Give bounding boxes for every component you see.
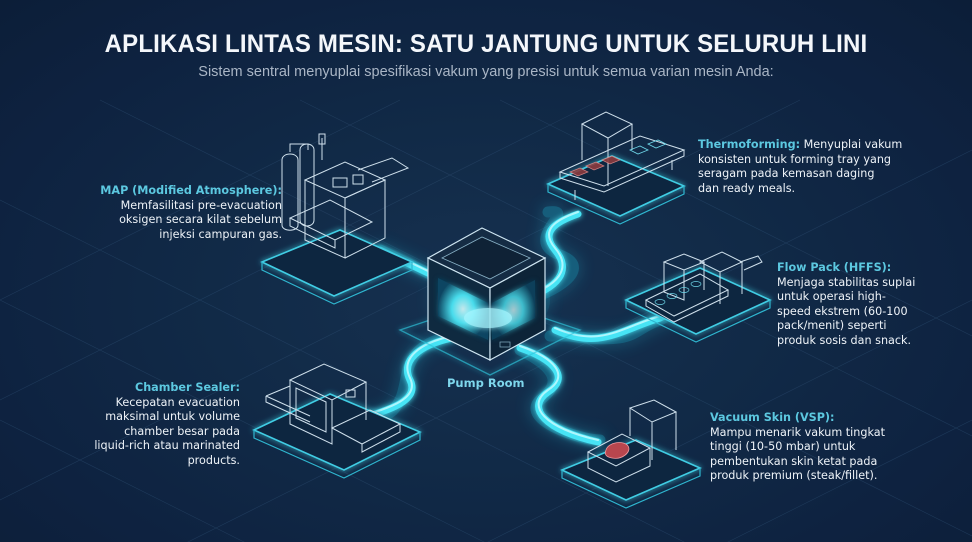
- chamber-label: Chamber Sealer: Kecepatan evacuation mak…: [60, 381, 240, 469]
- chamber-desc-line: maksimal untuk volume: [105, 410, 240, 424]
- vsp-label: Vacuum Skin (VSP): Mampu menarik vakum t…: [710, 411, 940, 484]
- chamber-desc-line: Kecepatan evacuation: [115, 395, 240, 409]
- flowpack-desc-line: untuk operasi high-: [777, 290, 886, 304]
- map-label: MAP (Modified Atmosphere): Memfasilitasi…: [60, 184, 282, 242]
- page-subtitle: Sistem sentral menyuplai spesifikasi vak…: [198, 64, 774, 80]
- flowpack-desc-line: Menjaga stabilitas suplai: [777, 275, 916, 289]
- chamber-desc-line: liquid-rich atau marinated: [94, 439, 240, 453]
- map-machine-icon: [260, 133, 414, 305]
- thermoforming-desc-line: konsisten untuk forming tray yang: [698, 152, 892, 166]
- vsp-desc-line: produk premium (steak/fillet).: [710, 469, 878, 483]
- vsp-desc-line: tinggi (10-50 mbar) untuk: [710, 440, 856, 454]
- flowpack-desc-line: pack/menit) seperti: [777, 319, 887, 333]
- vacuum-skin-machine-icon: [560, 399, 703, 509]
- thermoforming-machine-icon: [546, 111, 686, 225]
- vsp-desc-line: pembentukan skin ketat pada: [710, 454, 878, 468]
- thermoforming-title: Thermoforming:: [698, 138, 801, 151]
- background-grid: [0, 99, 972, 542]
- flowpack-desc-line: speed ekstrem (60-100: [777, 304, 908, 318]
- thermoforming-title-rest: Menyuplai vakum: [800, 138, 903, 151]
- flowpack-desc-line: produk sosis dan snack.: [777, 333, 912, 347]
- chamber-desc-line: chamber besar pada: [124, 424, 240, 438]
- pump-room-label: Pump Room: [447, 376, 525, 390]
- map-desc-line: Memfasilitasi pre-evacuation: [120, 198, 282, 212]
- map-title: MAP (Modified Atmosphere):: [100, 184, 282, 197]
- flowpack-label: Flow Pack (HFFS): Menjaga stabilitas sup…: [777, 261, 972, 349]
- thermoforming-desc-line: seragam pada kemasan daging: [698, 167, 875, 181]
- flow-pack-machine-icon: [624, 251, 772, 343]
- vacuum-pump-cube-icon: [398, 227, 582, 376]
- thermoforming-desc-line: dan ready meals.: [698, 181, 796, 195]
- flowpack-title: Flow Pack (HFFS):: [777, 261, 892, 274]
- map-desc-line: injeksi campuran gas.: [159, 227, 282, 241]
- chamber-desc-line: products.: [187, 453, 240, 467]
- map-desc-line: oksigen secara kilat sebelum: [119, 213, 282, 227]
- chamber-title: Chamber Sealer:: [135, 381, 240, 394]
- vsp-desc-line: Mampu menarik vakum tingkat: [710, 425, 885, 439]
- chamber-sealer-icon: [252, 363, 422, 479]
- page-title: APLIKASI LINTAS MESIN: SATU JANTUNG UNTU…: [104, 30, 868, 58]
- thermoforming-label: Thermoforming: Menyuplai vakum konsisten…: [698, 138, 968, 196]
- vsp-title: Vacuum Skin (VSP):: [710, 411, 835, 424]
